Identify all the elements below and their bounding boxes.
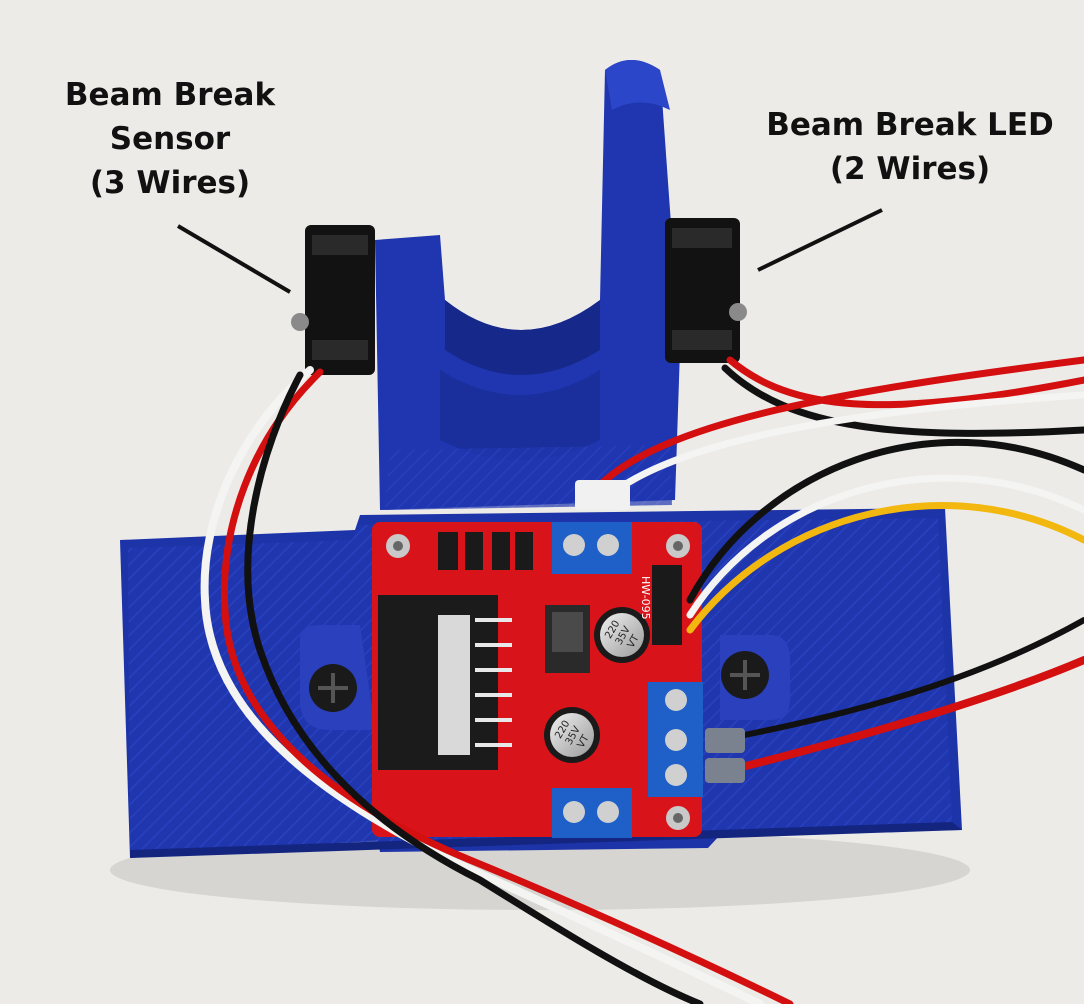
mounting-screw-right bbox=[721, 651, 769, 699]
sensor-label-line1: Beam Break bbox=[64, 77, 276, 113]
beam-break-sensor bbox=[291, 225, 375, 375]
led-label-line2: (2 Wires) bbox=[829, 151, 991, 187]
wire-connector-2 bbox=[705, 758, 745, 783]
sensor-label-line2: Sensor bbox=[109, 121, 231, 157]
led-label: Beam Break LED (2 Wires) bbox=[760, 103, 1060, 191]
blue-holder-tower bbox=[375, 60, 680, 510]
wire-connector-1 bbox=[705, 728, 745, 753]
board-silkscreen: HW-095 bbox=[639, 576, 652, 620]
sensor-label: Beam Break Sensor (3 Wires) bbox=[40, 73, 300, 205]
led-label-line1: Beam Break LED bbox=[766, 107, 1054, 143]
beam-break-led bbox=[665, 218, 747, 363]
mounting-screw-left bbox=[309, 664, 357, 712]
wire-harness bbox=[200, 356, 1084, 1004]
capacitor-2-label: 220 35V VT bbox=[553, 719, 592, 750]
sensor-label-line3: (3 Wires) bbox=[89, 165, 251, 201]
motor-driver-board: HW-095 220 35V VT 220 35V VT bbox=[372, 522, 703, 838]
led-pointer-line bbox=[757, 208, 883, 272]
sensor-pointer-line bbox=[176, 224, 292, 294]
board-connector bbox=[575, 480, 630, 510]
